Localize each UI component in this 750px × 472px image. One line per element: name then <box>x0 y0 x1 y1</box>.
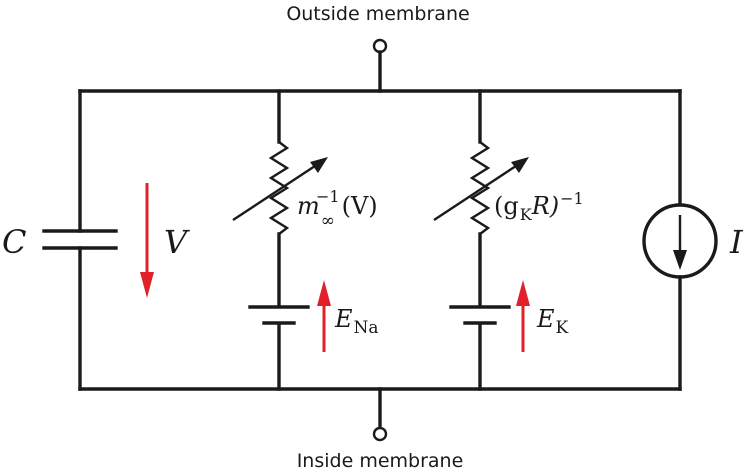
potassium-resistor-label: (gKR)−1 <box>494 189 584 224</box>
voltage-arrow <box>140 183 154 298</box>
bottom-terminal-icon <box>372 426 388 442</box>
outside-membrane-label: Outside membrane <box>286 3 469 25</box>
sodium-battery-icon <box>248 305 310 325</box>
inside-membrane-label: Inside membrane <box>297 450 464 472</box>
potassium-battery-icon <box>449 305 511 325</box>
current-source-label: I <box>729 223 744 261</box>
potassium-variable-resistor-icon <box>469 141 491 235</box>
sodium-battery-label: ENa <box>334 305 379 338</box>
potassium-branch <box>433 89 529 391</box>
capacitor-label: C <box>2 223 26 261</box>
sodium-current-arrow <box>317 280 331 352</box>
current-source-branch <box>642 89 718 391</box>
capacitor-icon <box>42 89 118 391</box>
top-terminal-icon <box>372 38 388 54</box>
potassium-current-arrow <box>516 280 530 352</box>
sodium-branch <box>232 89 328 391</box>
voltage-label: V <box>164 223 190 261</box>
potassium-battery-label: EK <box>536 305 569 338</box>
sodium-resistor-label: m∞−1(V) <box>297 187 378 231</box>
sodium-variable-resistor-icon <box>268 141 290 235</box>
